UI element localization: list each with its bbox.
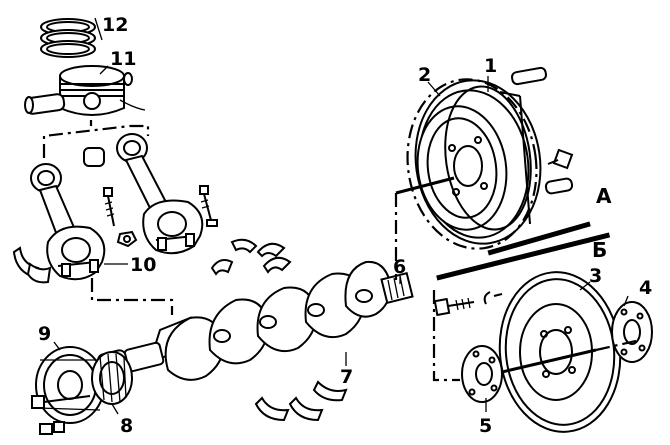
- lock-clip: [483, 291, 491, 305]
- pin-circlip: [123, 72, 133, 86]
- piston: [59, 65, 146, 116]
- pulley-bolt: [31, 395, 91, 435]
- label-3: 3: [589, 265, 602, 287]
- label-11: 11: [110, 48, 136, 70]
- bearing-shells-left: [12, 246, 52, 284]
- label-7: 7: [340, 366, 353, 388]
- main-bearing-shells: [254, 380, 348, 422]
- flywheel-bolt: [547, 148, 574, 170]
- dowel-pin-lower: [544, 177, 574, 195]
- bearing-shells-mid: [210, 238, 292, 276]
- dowel-pin-top: [511, 66, 547, 86]
- flexplate-bolt: [433, 297, 475, 317]
- reinforcement-plate-rear: [611, 301, 653, 363]
- timing-sprocket: [91, 351, 133, 405]
- flywheel-alignment-lines: [394, 176, 460, 382]
- piston-rings: [40, 18, 96, 58]
- band-b: [436, 232, 611, 281]
- reinforcement-plate-front: [461, 345, 503, 403]
- label-4: 4: [639, 277, 652, 299]
- label-10: 10: [130, 254, 156, 276]
- flexplate: [498, 271, 622, 433]
- rear-plate-line: [595, 338, 641, 352]
- small-end-bushing: [83, 147, 105, 167]
- flywheel: [406, 78, 542, 250]
- leader-lines: [53, 17, 629, 415]
- lock-clip-tab: [493, 293, 503, 297]
- label-1: 1: [484, 55, 497, 77]
- label-a: А: [596, 184, 612, 208]
- crankshaft: [148, 260, 414, 381]
- connecting-rod-left: [30, 163, 106, 281]
- rod-bracket: [42, 120, 174, 315]
- label-9: 9: [38, 323, 51, 345]
- piston-pin: [24, 93, 66, 115]
- label-6: 6: [393, 256, 406, 278]
- label-8: 8: [120, 415, 133, 437]
- label-b: Б: [592, 238, 607, 262]
- rod-bolt-left: [103, 187, 115, 227]
- rod-bolt-right: [199, 185, 218, 227]
- connecting-rod-right: [116, 133, 204, 255]
- label-5: 5: [479, 415, 492, 437]
- label-12: 12: [102, 14, 128, 36]
- ring-gear: [444, 85, 532, 231]
- rod-nut: [116, 230, 138, 248]
- label-2: 2: [418, 64, 431, 86]
- band-a: [487, 221, 591, 256]
